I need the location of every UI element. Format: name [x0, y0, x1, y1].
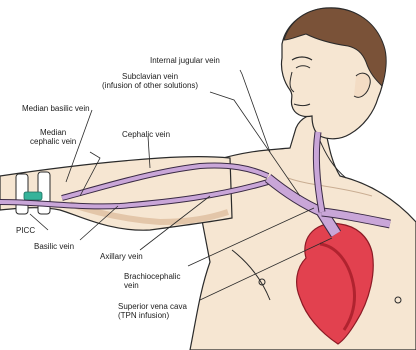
catheter-hub [24, 192, 42, 200]
label-median-cephalic-vein: Median cephalic vein [30, 128, 76, 146]
label-basilic-vein: Basilic vein [34, 242, 74, 251]
label-cephalic-vein: Cephalic vein [122, 130, 170, 139]
label-axillary-vein: Axillary vein [100, 252, 143, 261]
label-subclavian-vein: Subclavian vein (infusion of other solut… [102, 72, 198, 90]
label-internal-jugular-vein: Internal jugular vein [150, 56, 220, 65]
label-superior-vena-cava: Superior vena cava (TPN infusion) [118, 302, 187, 320]
label-median-basilic-vein: Median basilic vein [22, 104, 90, 113]
torso [190, 114, 416, 350]
label-picc: PICC [16, 226, 35, 235]
label-brachiocephalic-vein: Brachiocephalic vein [124, 272, 180, 290]
